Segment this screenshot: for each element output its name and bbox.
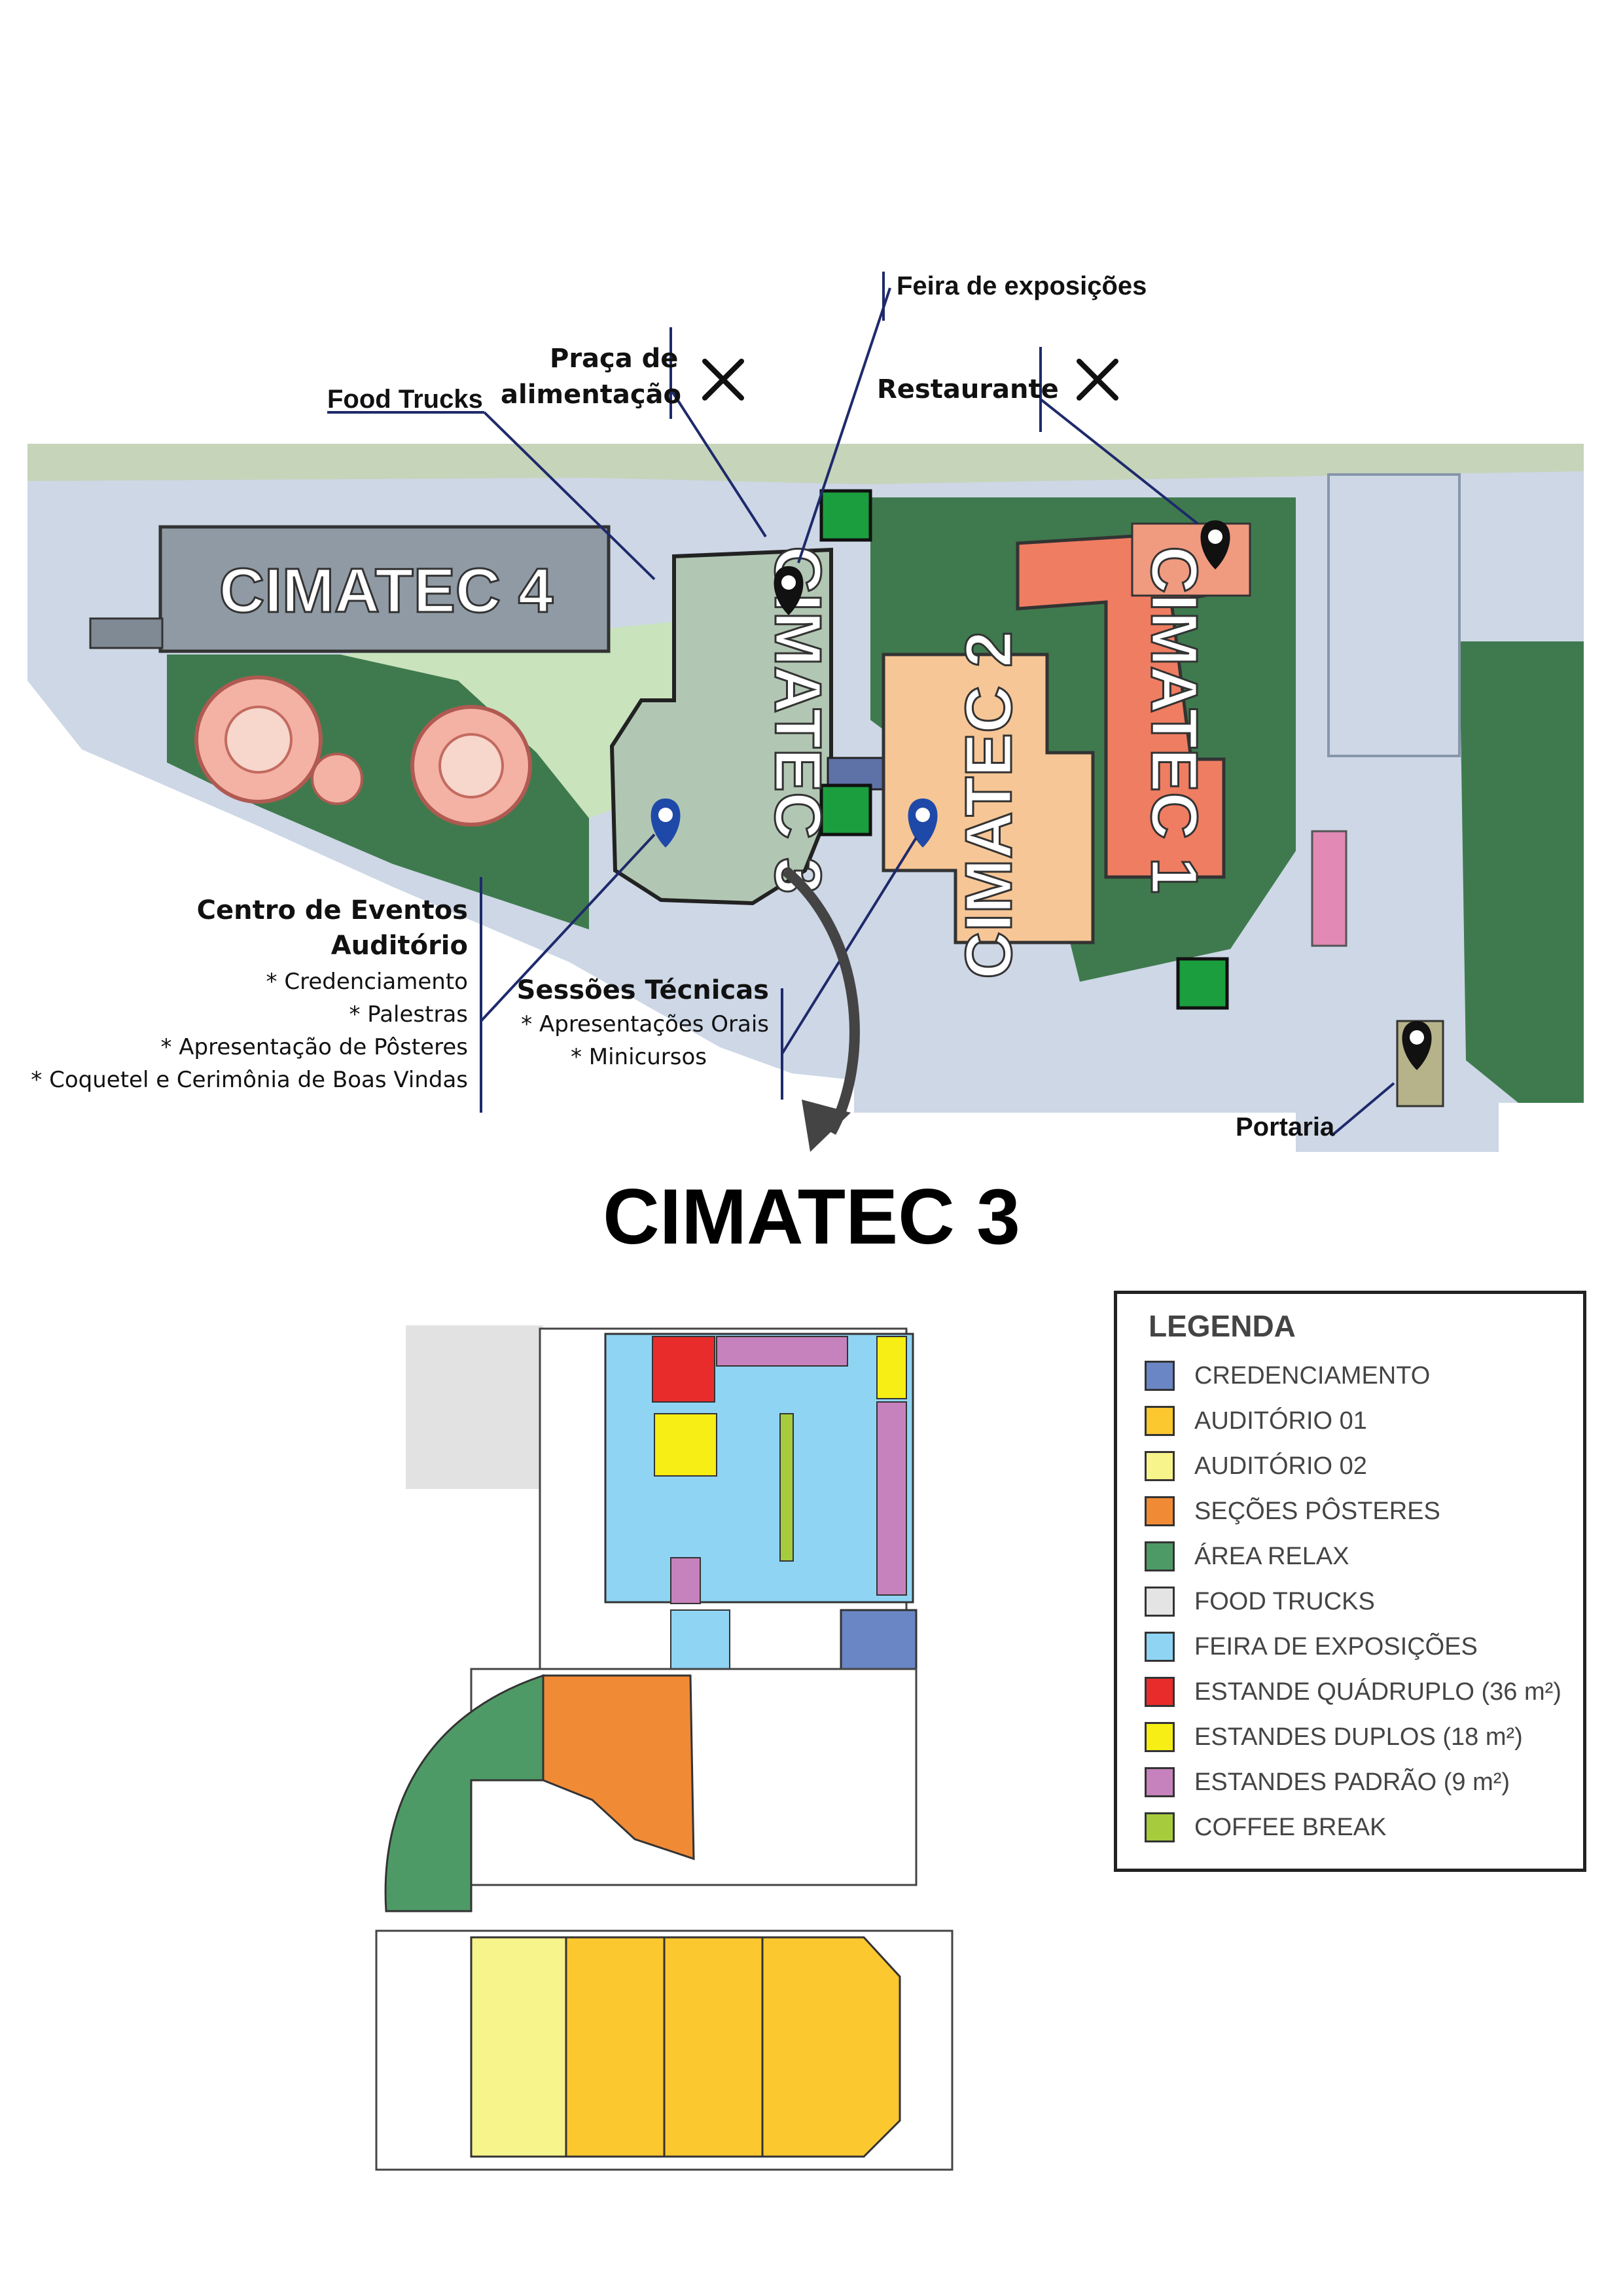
legend-swatch [1145, 1541, 1175, 1571]
leader-lines [327, 272, 1395, 1137]
green-square-1 [819, 489, 872, 542]
sessoes-item: * Apresentações Orais [521, 1011, 769, 1037]
legend-item: CREDENCIAMENTO [1145, 1359, 1430, 1392]
round-feature-2 [311, 753, 363, 805]
pink-kiosk [1311, 830, 1347, 947]
stand-padrao-col [876, 1401, 907, 1596]
floorplan-cimatec3 [375, 1325, 954, 2171]
top-strip [27, 444, 1584, 484]
sessoes-title: Sessões Técnicas [516, 975, 769, 1005]
zone-feira [604, 1333, 914, 1604]
garden-far-right [1459, 641, 1584, 1103]
round-feature-1-inner [224, 706, 293, 774]
c4-annex [89, 617, 164, 649]
legend-label: ESTANDE QUÁDRUPLO (36 m²) [1194, 1677, 1561, 1706]
legend-item: COFFEE BREAK [1145, 1811, 1387, 1844]
cimatec4-label: CIMATEC 4 [219, 556, 553, 626]
map-pin-icon [774, 566, 804, 615]
zone-auditorio02 [470, 1936, 567, 2158]
label-feira: Feira de exposições [897, 272, 1147, 300]
legend-item: ESTANDES DUPLOS (18 m²) [1145, 1721, 1523, 1753]
legend-item: AUDITÓRIO 02 [1145, 1450, 1367, 1482]
zone-relax [384, 1674, 544, 1912]
label-praca-line1: Praça de [550, 344, 679, 374]
legend-item: ESTANDE QUÁDRUPLO (36 m²) [1145, 1676, 1561, 1708]
legend-label: FOOD TRUCKS [1194, 1587, 1375, 1615]
arrow-head-icon [802, 1100, 851, 1152]
label-praca-line2: alimentação [501, 380, 681, 410]
campus-map: CIMATEC 4 CIMATEC 3 CIMATEC 2 CIMATEC 1 [27, 272, 1584, 1152]
parking-lot [1327, 473, 1461, 757]
map-pin-blue-icon [908, 798, 938, 848]
centro-eventos-item: * Apresentação de Pôsteres [160, 1034, 468, 1060]
legend-label: AUDITÓRIO 01 [1194, 1407, 1367, 1435]
legend-label: CREDENCIAMENTO [1194, 1361, 1431, 1390]
legend-item: ESTANDES PADRÃO (9 m²) [1145, 1766, 1510, 1799]
green-square-3 [1176, 957, 1229, 1010]
legend-item: ÁREA RELAX [1145, 1540, 1349, 1573]
centro-eventos-item: * Coquetel e Cerimônia de Boas Vindas [31, 1067, 468, 1093]
legend-swatch [1145, 1767, 1175, 1797]
legend-swatch [1145, 1451, 1175, 1481]
cimatec3-label: CIMATEC 3 [761, 546, 834, 894]
legend-label: SEÇÕES PÔSTERES [1194, 1497, 1440, 1525]
legend-item: AUDITÓRIO 01 [1145, 1405, 1367, 1437]
stand-padrao-row [716, 1336, 848, 1367]
label-restaurante: Restaurante [877, 374, 1059, 404]
fork-knife-icon [1077, 359, 1118, 401]
legend-swatch [1145, 1722, 1175, 1752]
stand-quad [652, 1336, 715, 1403]
zone-coffee [779, 1413, 794, 1562]
map-pin-icon [1200, 520, 1230, 569]
legend-box: LEGENDA CREDENCIAMENTO AUDITÓRIO 01 AUDITÓ… [1114, 1291, 1586, 1872]
legend-item: FEIRA DE EXPOSIÇÕES [1145, 1630, 1478, 1663]
centro-eventos-item: * Palestras [349, 1001, 468, 1028]
map-pin-icon [1402, 1021, 1432, 1070]
green-square-2 [819, 783, 872, 836]
map-pin-blue-icon [651, 798, 681, 848]
legend-label: ESTANDES PADRÃO (9 m²) [1194, 1768, 1510, 1796]
zone-auditorio01 [565, 1936, 901, 2158]
floorplan-title: CIMATEC 3 [603, 1173, 1020, 1261]
legend-label: ÁREA RELAX [1194, 1542, 1349, 1570]
sessoes-item: * Minicursos [570, 1044, 707, 1070]
legend-label: AUDITÓRIO 02 [1194, 1452, 1367, 1480]
stand-padrao [670, 1557, 701, 1604]
legend-swatch [1145, 1632, 1175, 1662]
stand-duplo [654, 1413, 717, 1477]
building-cimatec2 [882, 653, 1095, 944]
legend-swatch [1145, 1361, 1175, 1391]
zone-feira-small [670, 1609, 730, 1676]
legend-label: COFFEE BREAK [1194, 1813, 1387, 1841]
cimatec1-label: CIMATEC 1 [1137, 546, 1211, 894]
centro-eventos-subtitle: Auditório [330, 931, 468, 961]
legend-label: ESTANDES DUPLOS (18 m²) [1194, 1723, 1523, 1751]
building-cimatec4 [158, 525, 611, 653]
floor-grey-left [406, 1325, 543, 1489]
legend-swatch [1145, 1677, 1175, 1707]
legend-item: FOOD TRUCKS [1145, 1585, 1375, 1618]
stand-duplo [876, 1336, 907, 1399]
legend-title: LEGENDA [1149, 1309, 1296, 1343]
label-food-trucks: Food Trucks [327, 385, 483, 414]
arrow-to-cimatec3-icon [781, 866, 860, 1135]
legend-swatch [1145, 1812, 1175, 1842]
legend-label: FEIRA DE EXPOSIÇÕES [1194, 1632, 1478, 1660]
legend-swatch [1145, 1587, 1175, 1617]
legend-item: SEÇÕES PÔSTERES [1145, 1495, 1440, 1528]
fork-knife-icon [702, 359, 744, 401]
centro-eventos-item: * Credenciamento [266, 969, 468, 995]
round-feature-3-inner [438, 733, 504, 798]
legend-swatch [1145, 1406, 1175, 1436]
legend-swatch [1145, 1496, 1175, 1526]
label-portaria: Portaria [1236, 1113, 1335, 1141]
centro-eventos-title: Centro de Eventos [196, 895, 468, 925]
cimatec2-label: CIMATEC 2 [952, 631, 1026, 979]
restaurant-block [1131, 522, 1251, 597]
